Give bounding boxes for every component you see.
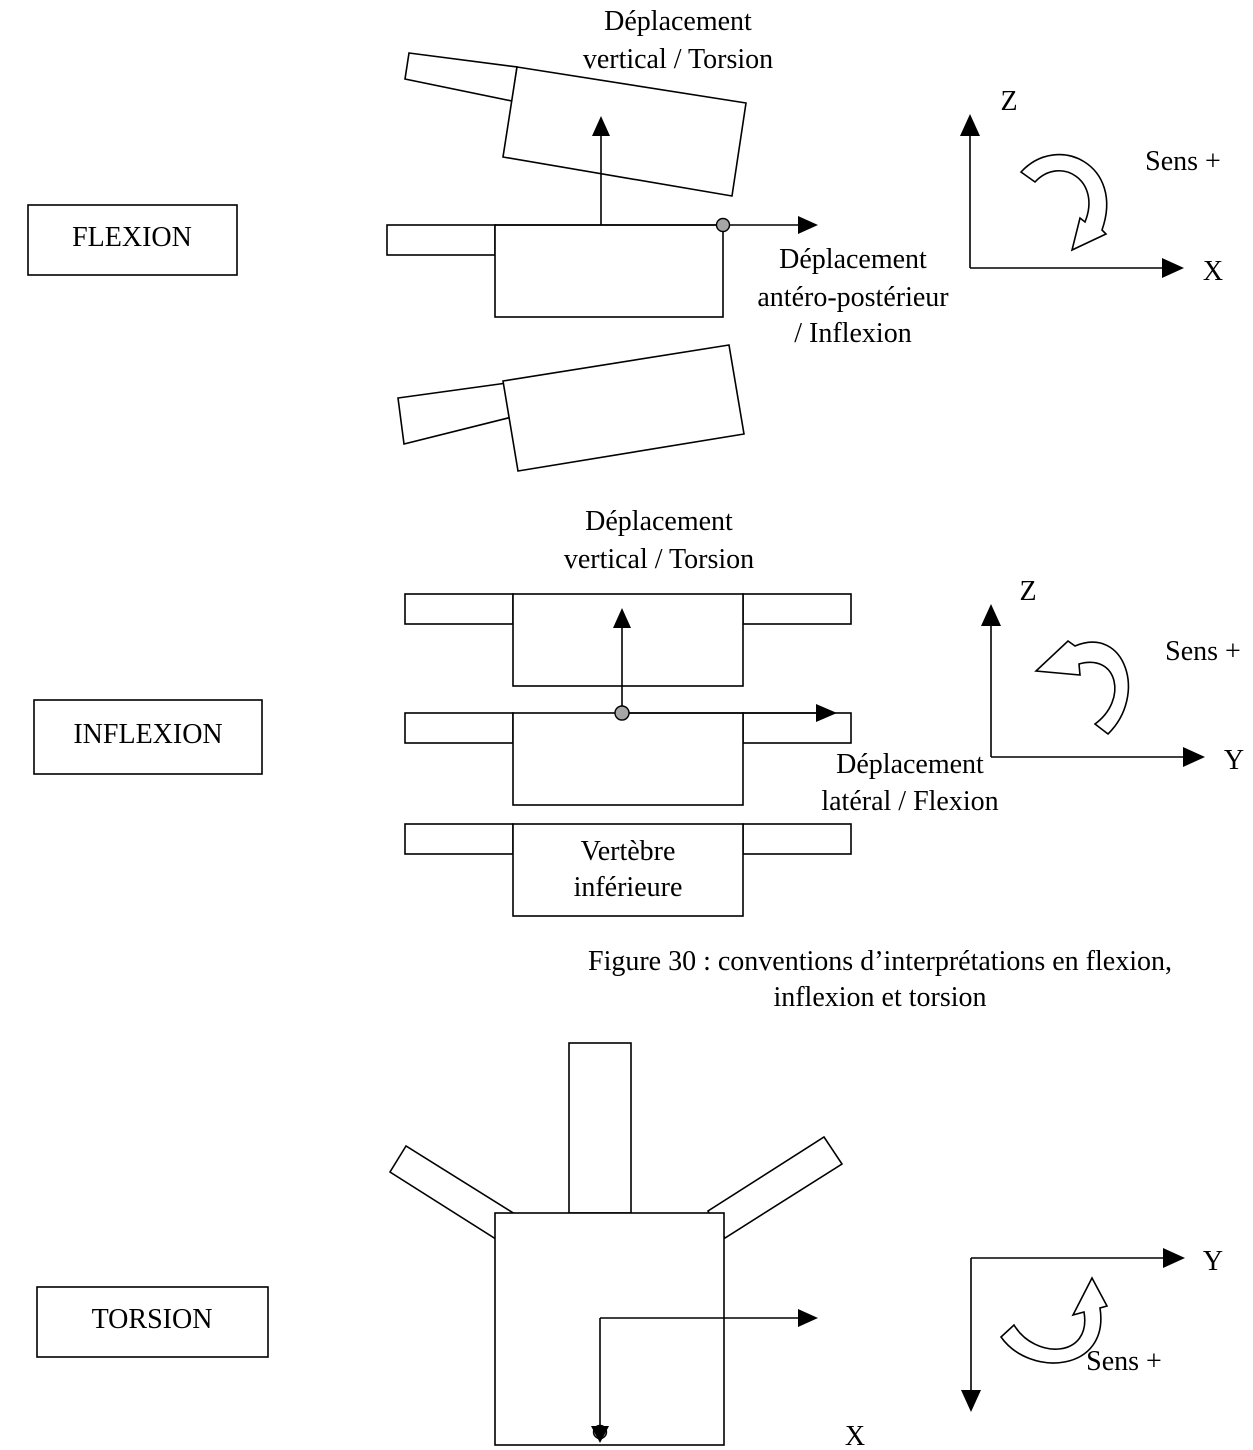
- flexion-x-arrowhead: [1162, 258, 1184, 278]
- torsion-rotation-arrow-icon: [999, 1276, 1109, 1364]
- torsion-spinous-process: [568, 1042, 632, 1214]
- torsion-y-arrowhead: [1163, 1248, 1185, 1268]
- flexion-rotation-arrow-icon: [1019, 153, 1108, 252]
- inflexion-y-arrowhead: [1183, 747, 1205, 767]
- flexion-sens-label: Sens +: [1145, 146, 1221, 177]
- figure-caption: Figure 30 : conventions d’interprétation…: [588, 946, 1172, 1013]
- flexion-horizontal-arrowhead: [798, 216, 818, 234]
- inflexion-vertical-caption-line1: Déplacement: [585, 506, 733, 537]
- torsion-sens-label: Sens +: [1086, 1346, 1162, 1377]
- torsion-vertebra-body: [494, 1212, 725, 1446]
- flexion-vertical-caption-line1: Déplacement: [604, 6, 752, 37]
- inflexion-vertical-arrowhead: [613, 608, 631, 628]
- figure-caption-line2: inflexion et torsion: [773, 982, 986, 1013]
- inflexion-bottom-vertebra-left-process: [404, 823, 514, 855]
- inflexion-top-vertebra-right-process: [742, 593, 852, 625]
- flexion-z-arrowhead: [960, 114, 980, 136]
- torsion-horizontal-arrowhead: [798, 1309, 818, 1327]
- inflexion-sens-label: Sens +: [1165, 636, 1241, 667]
- torsion-y-axis-label: Y: [1203, 1246, 1223, 1277]
- middle-vertebra-process: [386, 224, 496, 256]
- inflexion-middle-vertebra-right-process: [742, 712, 852, 744]
- inflexion-bottom-vertebra-body: [512, 823, 744, 917]
- torsion-section: TORSION Y X Sens +: [36, 1042, 1223, 1450]
- inflexion-horizontal-caption-line2: latéral / Flexion: [821, 786, 998, 817]
- inflexion-z-arrowhead: [981, 604, 1001, 626]
- inflexion-z-axis-label: Z: [1019, 576, 1036, 607]
- flexion-x-axis-label: X: [1203, 256, 1223, 287]
- middle-vertebra-body: [494, 224, 724, 318]
- torsion-vertical-arrowhead: [591, 1426, 609, 1443]
- figure-caption-line1: Figure 30 : conventions d’interprétation…: [588, 946, 1172, 977]
- flexion-pivot-point: [715, 217, 731, 233]
- flexion-horizontal-caption-line2: antéro-postérieur: [757, 282, 949, 313]
- lower-vertebra-label-line2: inférieure: [574, 872, 683, 903]
- flexion-vertical-arrowhead: [592, 116, 610, 136]
- inflexion-top-vertebra-left-process: [404, 593, 514, 625]
- inflexion-horizontal-caption-line1: Déplacement: [836, 749, 984, 780]
- torsion-x-axis-label: X: [845, 1421, 865, 1450]
- flexion-label-box: [27, 204, 238, 276]
- inflexion-pivot-point: [614, 705, 630, 721]
- flexion-label: FLEXION: [72, 222, 192, 253]
- flexion-horizontal-caption-line3: / Inflexion: [794, 318, 911, 349]
- flexion-horizontal-caption-line1: Déplacement: [779, 244, 927, 275]
- lower-vertebra-label-line1: Vertèbre: [581, 836, 676, 867]
- upper-vertebra-process: [404, 52, 518, 102]
- inflexion-y-axis-label: Y: [1224, 745, 1244, 776]
- inflexion-label: INFLEXION: [73, 719, 222, 750]
- inflexion-rotation-arrow-icon: [1034, 639, 1130, 736]
- flexion-z-axis-label: Z: [1000, 86, 1017, 117]
- torsion-label: TORSION: [92, 1304, 213, 1335]
- inflexion-horizontal-arrowhead: [816, 704, 837, 722]
- lower-vertebra-body: [502, 344, 745, 472]
- inflexion-top-vertebra-body: [512, 593, 744, 687]
- inflexion-section: INFLEXION Déplacement vertical / Torsion…: [33, 506, 1244, 917]
- torsion-right-transverse-process: [706, 1135, 844, 1240]
- upper-vertebra-body: [502, 66, 747, 197]
- inflexion-vertical-caption-line2: vertical / Torsion: [564, 544, 754, 575]
- inflexion-bottom-vertebra-right-process: [742, 823, 852, 855]
- lower-vertebra-process: [397, 382, 513, 445]
- torsion-label-box: [36, 1286, 269, 1358]
- inflexion-label-box: [33, 699, 263, 775]
- torsion-x-arrowhead: [961, 1390, 981, 1412]
- inflexion-middle-vertebra-body: [512, 712, 744, 806]
- flexion-section: FLEXION Déplacement vertical / Torsion D…: [27, 6, 1223, 472]
- flexion-vertical-caption-line2: vertical / Torsion: [583, 44, 773, 75]
- inflexion-middle-vertebra-left-process: [404, 712, 514, 744]
